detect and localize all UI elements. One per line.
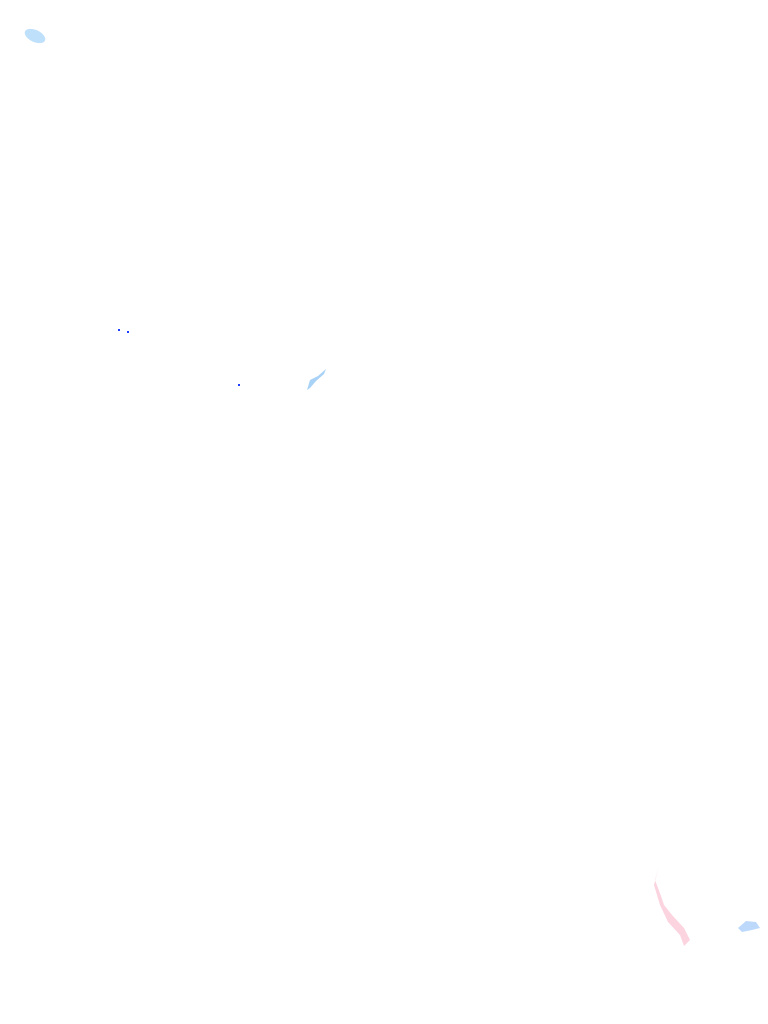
blue-smudge [24, 28, 46, 44]
blue-speck [118, 329, 120, 331]
blue-patch [738, 921, 760, 932]
blue-speck [127, 331, 129, 333]
blue-speck [238, 384, 240, 386]
pink-streak [654, 866, 690, 946]
blue-streak [307, 369, 326, 390]
